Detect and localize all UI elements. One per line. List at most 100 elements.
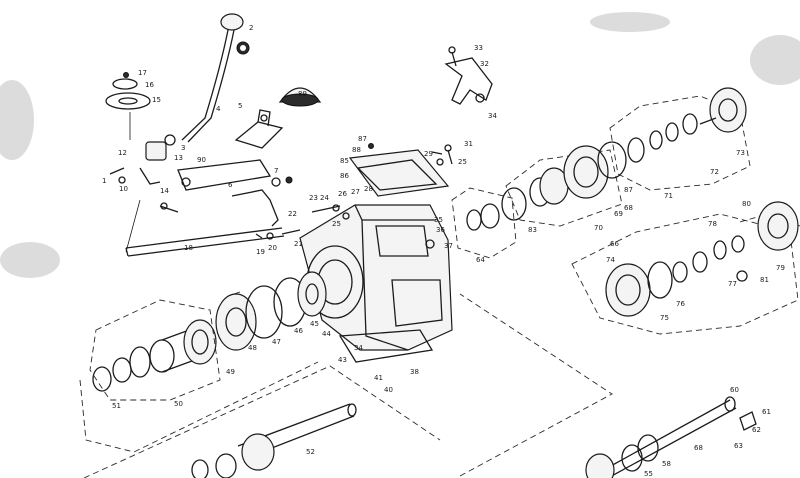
callout-10: 10 bbox=[119, 185, 128, 193]
callout-19: 19 bbox=[256, 248, 265, 256]
scan-smudges bbox=[0, 12, 800, 278]
shift-lever-assembly bbox=[181, 13, 250, 143]
callout-64: 64 bbox=[476, 256, 485, 264]
callout-52: 52 bbox=[306, 448, 315, 456]
callout-22: 22 bbox=[288, 210, 297, 218]
shift-plate-90 bbox=[177, 159, 293, 227]
shift-rod-18 bbox=[125, 199, 285, 257]
callout-34-lower: 34 bbox=[354, 344, 363, 352]
callout-49: 49 bbox=[226, 368, 235, 376]
callout-labels: 2 4 3 17 16 15 12 13 14 1 10 5 90 6 7 18… bbox=[102, 24, 785, 478]
callout-70: 70 bbox=[594, 224, 603, 232]
bolts-25-31 bbox=[431, 144, 453, 166]
callout-25: 25 bbox=[458, 158, 467, 166]
countershaft-gear-train bbox=[466, 87, 747, 231]
callout-31: 31 bbox=[464, 140, 473, 148]
callout-5: 5 bbox=[238, 102, 242, 110]
small-hardware-19-24 bbox=[255, 204, 341, 240]
output-shaft-68 bbox=[585, 396, 757, 478]
callout-63: 63 bbox=[734, 442, 743, 450]
callout-85: 85 bbox=[340, 157, 349, 165]
rubber-boot-89 bbox=[278, 87, 322, 107]
callout-75: 75 bbox=[660, 314, 669, 322]
callout-46: 46 bbox=[294, 327, 303, 335]
shift-fork-32 bbox=[444, 46, 493, 105]
callout-89: 89 bbox=[298, 90, 307, 98]
callout-7: 7 bbox=[274, 167, 278, 175]
callout-83: 83 bbox=[528, 226, 537, 234]
callout-78: 78 bbox=[708, 220, 717, 228]
callout-18: 18 bbox=[184, 244, 193, 252]
washer-stack-15-17 bbox=[105, 72, 151, 140]
callout-58: 58 bbox=[662, 460, 671, 468]
callout-20: 20 bbox=[268, 244, 277, 252]
bracket-5 bbox=[234, 109, 284, 149]
callout-86: 86 bbox=[340, 172, 349, 180]
pivot-assembly bbox=[109, 134, 179, 213]
callout-50: 50 bbox=[174, 400, 183, 408]
callout-3: 3 bbox=[181, 144, 185, 152]
callout-37: 37 bbox=[444, 242, 453, 250]
callout-4: 4 bbox=[216, 105, 221, 113]
callout-32: 32 bbox=[480, 60, 489, 68]
callout-44: 44 bbox=[322, 330, 331, 338]
callout-15: 15 bbox=[152, 96, 161, 104]
callout-68: 68 bbox=[694, 444, 703, 452]
callout-60: 60 bbox=[730, 386, 739, 394]
callout-2: 2 bbox=[249, 24, 253, 32]
callout-12: 12 bbox=[118, 149, 127, 157]
group-outlines bbox=[79, 95, 800, 478]
callout-66: 66 bbox=[610, 240, 619, 248]
callout-34: 34 bbox=[488, 112, 497, 120]
callout-51: 51 bbox=[112, 402, 121, 410]
callout-29: 29 bbox=[424, 150, 433, 158]
callout-21: 21 bbox=[294, 240, 303, 248]
callout-27: 27 bbox=[351, 188, 360, 196]
callout-74: 74 bbox=[606, 256, 615, 264]
callout-41: 41 bbox=[374, 374, 383, 382]
callout-90: 90 bbox=[197, 156, 206, 164]
callout-16: 16 bbox=[145, 81, 154, 89]
callout-69: 69 bbox=[614, 210, 623, 218]
callout-47: 47 bbox=[272, 338, 281, 346]
callout-79: 79 bbox=[776, 264, 785, 272]
top-cover-assembly bbox=[348, 143, 450, 197]
callout-38: 38 bbox=[410, 368, 419, 376]
callout-13: 13 bbox=[174, 154, 183, 162]
callout-81: 81 bbox=[760, 276, 769, 284]
callout-55: 55 bbox=[644, 470, 653, 478]
main-shaft-52 bbox=[191, 403, 357, 478]
callout-87-right: 87 bbox=[624, 186, 633, 194]
callout-6: 6 bbox=[228, 181, 233, 189]
callout-33: 33 bbox=[474, 44, 483, 52]
callout-88: 88 bbox=[352, 146, 361, 154]
callout-45: 45 bbox=[310, 320, 319, 328]
callout-73: 73 bbox=[736, 149, 745, 157]
callout-28: 28 bbox=[364, 185, 373, 193]
callout-23: 23 bbox=[309, 194, 318, 202]
callout-80: 80 bbox=[742, 200, 751, 208]
callout-87: 87 bbox=[358, 135, 367, 143]
callout-36: 36 bbox=[436, 226, 445, 234]
callout-24: 24 bbox=[320, 194, 329, 202]
output-gear-train bbox=[605, 201, 799, 317]
callout-76: 76 bbox=[676, 300, 685, 308]
callout-40: 40 bbox=[384, 386, 393, 394]
callout-71: 71 bbox=[664, 192, 673, 200]
callout-48: 48 bbox=[248, 344, 257, 352]
callout-25-left: 25 bbox=[332, 220, 341, 228]
callout-14: 14 bbox=[160, 187, 169, 195]
callout-43: 43 bbox=[338, 356, 347, 364]
callout-77: 77 bbox=[728, 280, 737, 288]
callout-1: 1 bbox=[102, 177, 106, 185]
callout-68-upper: 68 bbox=[624, 204, 633, 212]
callout-62: 62 bbox=[752, 426, 761, 434]
callout-17: 17 bbox=[138, 69, 147, 77]
callout-72: 72 bbox=[710, 168, 719, 176]
callout-35: 35 bbox=[434, 216, 443, 224]
callout-61: 61 bbox=[762, 408, 771, 416]
input-gear-stack bbox=[92, 271, 327, 392]
callout-26: 26 bbox=[338, 190, 347, 198]
